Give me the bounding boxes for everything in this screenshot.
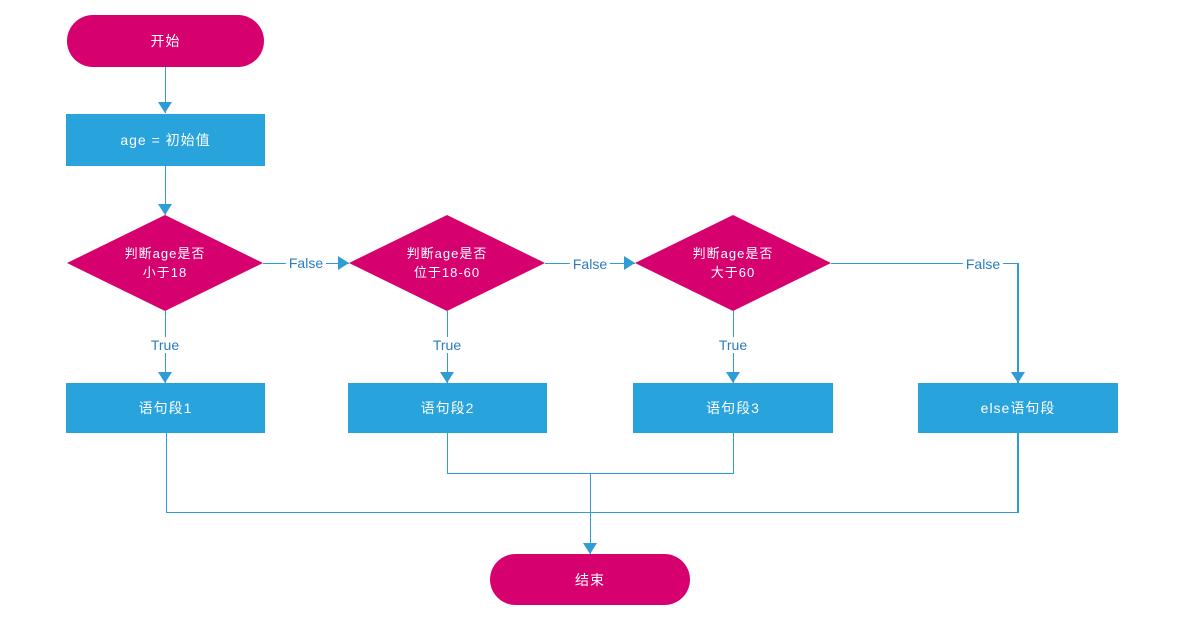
edge-label-false-1: False	[285, 255, 327, 271]
edge-label-false-3: False	[962, 256, 1004, 272]
edge-merge-s1-else	[165, 511, 1019, 513]
edge-init-d1	[164, 166, 166, 215]
decision-1-line-2: 小于18	[142, 265, 188, 280]
edge-else-down	[1017, 433, 1019, 513]
decision-3-line-2: 大于60	[710, 265, 756, 280]
node-start[interactable]: 开始	[67, 15, 264, 67]
edge-label-false-2: False	[569, 256, 611, 272]
node-decision-age-gt-60[interactable]: 判断age是否 大于60	[635, 215, 831, 311]
node-statement-3[interactable]: 语句段3	[633, 383, 833, 433]
node-init-age[interactable]: age = 初始值	[66, 114, 265, 166]
node-statement-else-label: else语句段	[980, 400, 1056, 416]
node-decision-age-lt-18[interactable]: 判断age是否 小于18	[67, 215, 263, 311]
edge-d3-else-false-h	[831, 262, 1018, 264]
arrowhead-into-else	[1011, 372, 1025, 383]
arrowhead-into-init	[158, 102, 172, 113]
arrowhead-into-end	[583, 543, 597, 554]
node-statement-3-label: 语句段3	[706, 400, 760, 416]
edge-s3-down	[732, 433, 734, 474]
arrowhead-into-s2	[440, 372, 454, 383]
node-end[interactable]: 结束	[490, 554, 690, 605]
node-statement-1[interactable]: 语句段1	[66, 383, 265, 433]
edge-label-true-3: True	[715, 337, 751, 353]
decision-1-line-1: 判断age是否	[124, 245, 206, 261]
decision-3-line-1: 判断age是否	[692, 245, 774, 261]
node-start-label: 开始	[150, 33, 181, 49]
edge-d3-else-false-v	[1017, 262, 1019, 384]
decision-2-line-2: 位于18-60	[413, 265, 481, 280]
node-statement-2[interactable]: 语句段2	[348, 383, 547, 433]
node-statement-1-label: 语句段1	[138, 400, 193, 416]
arrowhead-into-d2	[338, 256, 349, 270]
edge-s2-down	[446, 433, 448, 474]
edge-start-init	[164, 67, 166, 113]
edge-s1-down	[165, 433, 167, 513]
arrowhead-into-s3	[726, 372, 740, 383]
node-end-label: 结束	[575, 571, 605, 588]
arrowhead-into-d1	[158, 204, 172, 215]
arrowhead-into-d3	[624, 256, 635, 270]
decision-2-line-1: 判断age是否	[406, 245, 488, 261]
node-statement-2-label: 语句段2	[420, 400, 475, 416]
edge-merge-end	[589, 473, 591, 554]
node-statement-else[interactable]: else语句段	[918, 383, 1118, 433]
node-decision-age-18-60[interactable]: 判断age是否 位于18-60	[349, 215, 545, 311]
node-init-age-label: age = 初始值	[120, 132, 211, 148]
edge-label-true-2: True	[429, 337, 465, 353]
arrowhead-into-s1	[158, 372, 172, 383]
edge-label-true-1: True	[147, 337, 183, 353]
